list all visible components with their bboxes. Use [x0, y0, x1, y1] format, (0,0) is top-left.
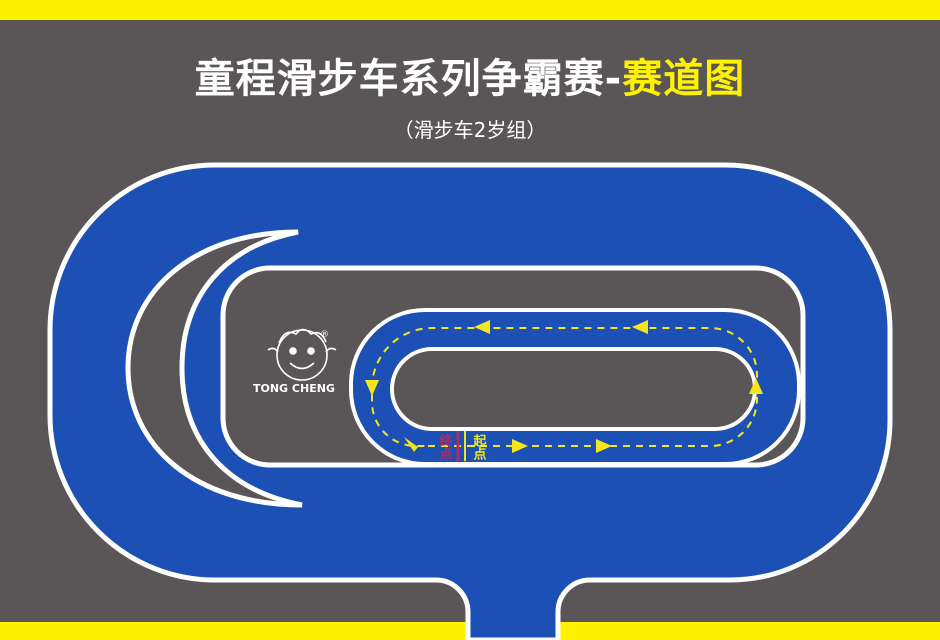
page-subtitle: （滑步车2岁组）	[393, 118, 547, 142]
arrow-top-left-icon	[474, 320, 490, 334]
mascot-face-icon	[267, 328, 337, 381]
arrow-right-up-icon	[749, 378, 763, 394]
title-main: 童程滑步车系列争霸赛-	[194, 56, 623, 102]
page-title: 童程滑步车系列争霸赛-赛道图	[0, 46, 940, 104]
finish-label: 终点	[437, 433, 453, 461]
left-crescent	[125, 229, 303, 508]
arrow-bottom-left-icon	[404, 437, 418, 452]
logo-registered-mark: ®	[320, 330, 329, 340]
start-label: 起点	[471, 433, 488, 461]
arrow-bottom-mid-icon	[512, 439, 528, 453]
arrow-top-right-icon	[632, 320, 648, 334]
title-accent: 赛道图	[622, 56, 746, 102]
arrow-bottom-right-icon	[596, 439, 612, 453]
arrow-left-down-icon	[365, 380, 379, 396]
center-island	[389, 347, 758, 431]
tong-cheng-logo: ® TONG CHENG	[253, 328, 337, 395]
top-yellow-band	[0, 0, 940, 20]
logo-brand-text: TONG CHENG	[253, 382, 335, 395]
racing-line	[371, 327, 758, 447]
